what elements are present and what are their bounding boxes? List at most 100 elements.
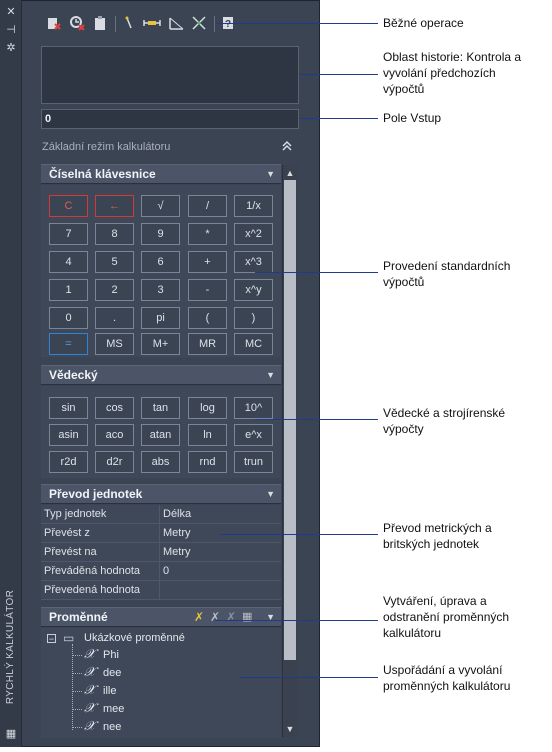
keypad-button[interactable]: 7 [49,223,88,245]
scientific-button[interactable]: trun [234,451,273,473]
unit-row-value [160,581,281,600]
paste-icon[interactable] [91,15,109,33]
variable-item[interactable]: nee [103,721,122,733]
chevron-down-icon[interactable]: ▼ [266,370,275,380]
scientific-button[interactable]: asin [49,424,88,446]
variables-header[interactable]: Proměnné ✗ ✗ ✗ ▦ ▼ [41,607,281,627]
edit-variable-icon[interactable]: ✗ [210,610,221,624]
scientific-button[interactable]: e^x [234,424,273,446]
toolbar-separator [115,16,116,32]
keypad-button[interactable]: / [188,195,227,217]
scientific-button[interactable]: cos [95,397,134,419]
keypad-button[interactable]: - [188,279,227,301]
keypad-button[interactable]: x^y [234,279,273,301]
keypad-button[interactable]: 5 [95,251,134,273]
unit-row-value[interactable]: 0 [160,562,281,581]
scientific-button[interactable]: sin [49,397,88,419]
keypad-button[interactable]: ) [234,307,273,329]
keypad-button[interactable]: MC [234,333,273,355]
keypad-button[interactable]: 1 [49,279,88,301]
variable-item[interactable]: Phi [103,649,119,661]
scientific-button[interactable]: aco [95,424,134,446]
chevron-down-icon[interactable]: ▼ [266,612,275,622]
keypad-button[interactable]: 0 [49,307,88,329]
keypad-button[interactable]: ← [95,195,134,217]
variable-item[interactable]: mee [103,703,125,715]
close-icon[interactable]: ✕ [6,6,16,18]
callout-line [255,272,378,273]
keypad-button[interactable]: 1/x [234,195,273,217]
callout-conversion: Převod metrických a britských jednotek [383,521,492,551]
numeric-keypad-header[interactable]: Číselná klávesnice ▼ [41,164,281,184]
keypad-button[interactable]: C [49,195,88,217]
keypad-button[interactable]: x^3 [234,251,273,273]
variables-tree [41,628,281,738]
settings-icon[interactable]: ✲ [6,42,16,54]
scientific-button[interactable]: r2d [49,451,88,473]
callout-line [255,419,378,420]
scientific-button[interactable]: tan [141,397,180,419]
scientific-button[interactable]: abs [141,451,180,473]
keypad-button[interactable]: 4 [49,251,88,273]
keypad-button[interactable]: + [188,251,227,273]
keypad-button[interactable]: * [188,223,227,245]
keypad-button[interactable]: M+ [141,333,180,355]
unit-row-value[interactable]: Metry [160,543,281,562]
calculator-icon[interactable]: ▦ [242,611,253,623]
callout-standard: Provedení standardních výpočtů [383,259,511,289]
intersection-icon[interactable] [190,15,208,33]
section-title: Vědecký [49,368,98,382]
history-area[interactable] [41,46,299,104]
collapse-icon[interactable] [280,140,294,155]
scientific-header[interactable]: Vědecký ▼ [41,365,281,385]
keypad-button[interactable]: . [95,307,134,329]
scroll-down-icon[interactable]: ▼ [285,724,295,734]
chevron-down-icon[interactable]: ▼ [266,489,275,499]
units-conversion-header[interactable]: Převod jednotek ▼ [41,484,281,504]
pin-icon[interactable]: ⊣ [6,24,16,36]
keypad-button[interactable]: = [49,333,88,355]
keypad-button[interactable]: 2 [95,279,134,301]
delete-variable-icon[interactable]: ✗ [226,610,237,624]
scientific-button[interactable]: d2r [95,451,134,473]
keypad-button[interactable]: √ [141,195,180,217]
variable-icon: 𝒳 [84,647,96,662]
scientific-button[interactable]: rnd [188,451,227,473]
clear-icon[interactable] [45,15,63,33]
tree-line [73,709,82,710]
keypad-button[interactable]: MS [95,333,134,355]
tree-line [73,673,82,674]
angle-icon[interactable] [167,15,185,33]
keypad-button[interactable]: ( [188,307,227,329]
keypad-button[interactable]: x^2 [234,223,273,245]
keypad-button[interactable]: pi [141,307,180,329]
variable-item[interactable]: dee [103,667,122,679]
collapse-tree-icon[interactable]: − [47,634,56,644]
chevron-down-icon[interactable]: ▼ [266,169,275,179]
help-icon[interactable]: ? [219,15,237,33]
scientific-button[interactable]: 10^ [234,397,273,419]
callout-line [299,74,378,75]
scientific-button[interactable]: atan [141,424,180,446]
scientific-button[interactable]: ln [188,424,227,446]
scroll-thumb[interactable] [284,180,296,660]
keypad-button[interactable]: 9 [141,223,180,245]
scientific-button[interactable]: log [188,397,227,419]
tree-line [73,727,82,728]
keypad-button[interactable]: MR [188,333,227,355]
new-variable-icon[interactable]: ✗ [194,610,205,624]
keypad-button[interactable]: 6 [141,251,180,273]
variable-item[interactable]: ille [103,685,117,697]
distance-icon[interactable] [143,15,161,33]
keypad-button[interactable]: 3 [141,279,180,301]
scroll-up-icon[interactable]: ▲ [285,168,295,178]
callout-common-operations: Běžné operace [383,16,464,30]
input-box[interactable]: 0 [41,109,299,129]
unit-row-value[interactable]: Metry [160,524,281,543]
variable-group[interactable]: Ukázkové proměnné [84,632,185,644]
variable-icon: 𝒳 [84,665,96,680]
keypad-button[interactable]: 8 [95,223,134,245]
clear-history-icon[interactable] [68,15,86,33]
callout-history: Oblast historie: Kontrola a vyvolání pře… [383,50,522,96]
get-coordinates-icon[interactable] [120,15,138,33]
